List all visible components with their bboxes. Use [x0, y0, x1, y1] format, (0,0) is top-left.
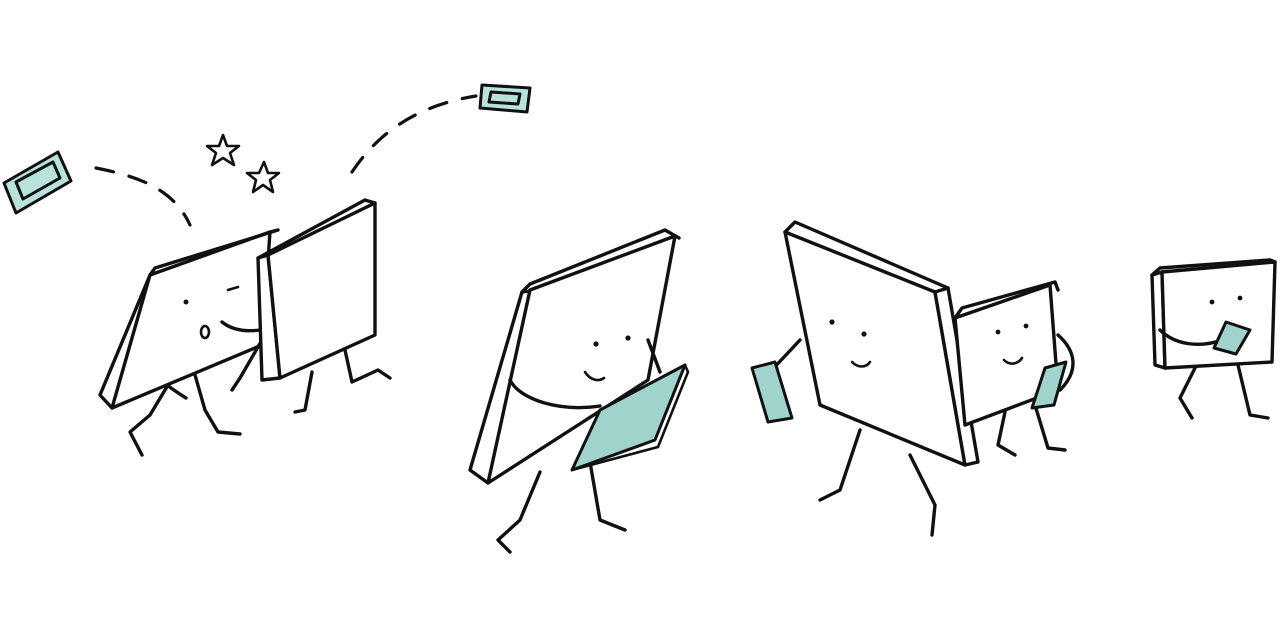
character-large-screen-with-phone — [750, 220, 980, 537]
phone-device — [1212, 320, 1252, 356]
eye — [829, 319, 835, 325]
screen-top-edge — [953, 280, 1060, 320]
eye — [995, 329, 1001, 335]
leg — [496, 470, 542, 554]
mouth-open — [199, 324, 211, 340]
star-icon-1 — [205, 133, 241, 167]
flying-phone-left — [2, 150, 73, 215]
arm — [230, 338, 264, 392]
character-blocking-screen — [230, 198, 392, 414]
eye — [1023, 323, 1029, 329]
leg — [293, 370, 314, 414]
character-small-screen-with-phone — [953, 280, 1075, 457]
arm — [1056, 333, 1075, 392]
smile — [850, 360, 872, 368]
leg — [193, 373, 242, 436]
eye — [1237, 295, 1243, 301]
leg — [1236, 363, 1270, 420]
screen-face — [486, 234, 677, 485]
screen-face — [1160, 260, 1277, 370]
screen-top-edge — [520, 228, 681, 294]
screen-top-edge — [148, 228, 280, 277]
flying-phone-right — [478, 83, 532, 114]
tablet-edge — [570, 363, 690, 472]
character-tiny-screen-with-phone — [1150, 258, 1277, 420]
trajectory-right — [350, 94, 478, 174]
arm — [220, 320, 262, 333]
leg — [1033, 403, 1067, 452]
screen-face — [266, 201, 377, 380]
character-surprised-screen — [98, 228, 280, 457]
stars — [205, 133, 281, 194]
screen-top-edge — [783, 220, 950, 290]
arm — [508, 378, 602, 410]
trajectory-left — [94, 166, 192, 227]
eye — [861, 331, 867, 337]
flying-phone-left-screen — [14, 160, 62, 201]
arm — [646, 338, 662, 374]
leg — [1178, 366, 1197, 420]
screen-top-edge — [1150, 258, 1277, 277]
screen-face — [783, 230, 967, 467]
star-icon-2 — [245, 160, 281, 194]
tablet-device — [570, 363, 687, 472]
character-screen-with-tablet — [468, 228, 690, 554]
eye — [625, 335, 631, 341]
screen-top-edge — [256, 198, 377, 260]
flying-phone-right-screen — [487, 90, 522, 106]
leg — [588, 460, 627, 532]
leg — [996, 410, 1017, 457]
eye — [593, 341, 599, 347]
phone-device — [750, 360, 794, 424]
eye — [1209, 299, 1215, 305]
leg — [908, 453, 937, 537]
eyebrow — [226, 285, 240, 292]
phone-device — [1030, 360, 1068, 410]
leg — [343, 348, 392, 384]
smile — [583, 370, 606, 382]
leg — [128, 383, 170, 457]
leg — [818, 428, 862, 502]
eye — [183, 299, 189, 305]
smile — [1002, 356, 1024, 365]
